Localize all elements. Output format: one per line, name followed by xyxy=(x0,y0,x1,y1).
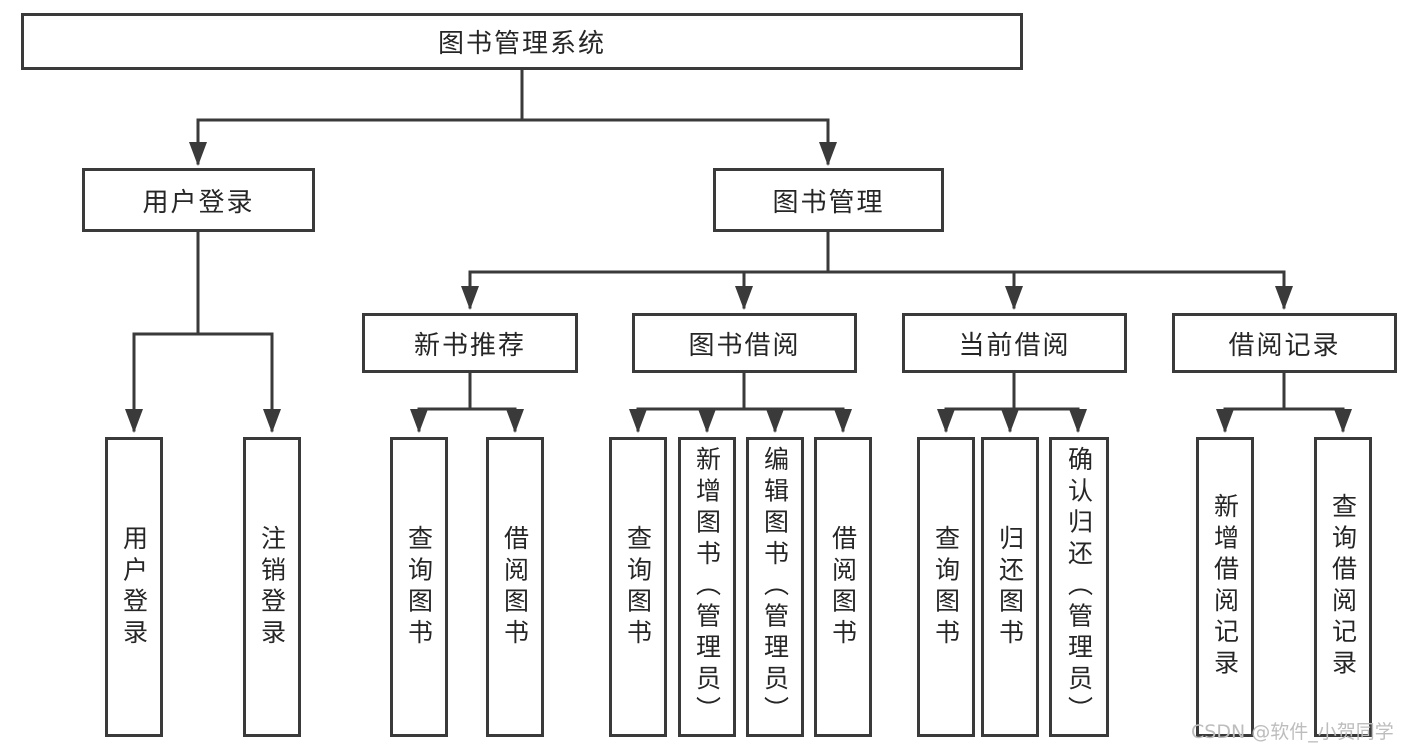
leaf-borrowing-query-books-label: 查询图书 xyxy=(623,524,653,650)
leaf-current-query-books: 查询图书 xyxy=(917,437,975,737)
connector-root-elbow xyxy=(196,68,830,122)
leaf-records-query-borrow-record: 查询借阅记录 xyxy=(1314,437,1372,737)
node-root: 图书管理系统 xyxy=(21,13,1023,70)
node-book-management: 图书管理 xyxy=(713,168,944,232)
leaf-user-login: 用户登录 xyxy=(105,437,163,737)
connector-user-login-elbow xyxy=(132,230,274,336)
connector-recommend-elbow xyxy=(417,371,517,411)
leaf-borrowing-add-books-admin: 新增图书（管理员） xyxy=(678,437,736,737)
leaf-user-login-label: 用户登录 xyxy=(119,524,149,650)
node-book-borrowing: 图书借阅 xyxy=(632,313,857,373)
connector-records-elbow xyxy=(1223,371,1345,411)
node-new-book-recommend-label: 新书推荐 xyxy=(413,330,526,361)
node-book-borrowing-label: 图书借阅 xyxy=(688,330,801,361)
node-user-login: 用户登录 xyxy=(82,168,315,232)
leaf-recommend-query-books: 查询图书 xyxy=(390,437,448,737)
leaf-current-confirm-return-admin: 确认归还（管理员） xyxy=(1049,437,1109,737)
node-new-book-recommend: 新书推荐 xyxy=(362,313,578,373)
leaf-records-add-borrow-record-label: 新增借阅记录 xyxy=(1210,493,1240,681)
leaf-logout: 注销登录 xyxy=(243,437,301,737)
leaf-borrowing-query-books: 查询图书 xyxy=(609,437,667,737)
node-current-borrowing-label: 当前借阅 xyxy=(958,330,1071,361)
connector-current-elbow xyxy=(944,371,1080,411)
node-book-management-label: 图书管理 xyxy=(772,187,885,218)
leaf-records-add-borrow-record: 新增借阅记录 xyxy=(1196,437,1254,737)
leaf-current-return-books-label: 归还图书 xyxy=(995,524,1025,650)
leaf-borrowing-add-books-admin-label: 新增图书（管理员） xyxy=(692,446,722,728)
leaf-borrowing-edit-books-admin-label: 编辑图书（管理员） xyxy=(760,446,790,728)
node-borrow-records-label: 借阅记录 xyxy=(1228,330,1341,361)
leaf-current-query-books-label: 查询图书 xyxy=(931,524,961,650)
leaf-borrowing-edit-books-admin: 编辑图书（管理员） xyxy=(746,437,804,737)
connector-book-management-elbow xyxy=(468,230,1286,274)
leaf-borrowing-borrow-books-label: 借阅图书 xyxy=(828,524,858,650)
leaf-borrowing-borrow-books: 借阅图书 xyxy=(814,437,872,737)
node-borrow-records: 借阅记录 xyxy=(1172,313,1397,373)
connector-borrowing-elbow xyxy=(636,371,845,411)
leaf-current-return-books: 归还图书 xyxy=(981,437,1039,737)
watermark: CSDN @软件_小贺同学 xyxy=(1191,721,1394,743)
node-root-label: 图书管理系统 xyxy=(437,29,606,59)
node-current-borrowing: 当前借阅 xyxy=(902,313,1127,373)
leaf-current-confirm-return-admin-label: 确认归还（管理员） xyxy=(1064,446,1094,728)
node-user-login-label: 用户登录 xyxy=(142,187,255,218)
leaf-records-query-borrow-record-label: 查询借阅记录 xyxy=(1328,493,1358,681)
leaf-recommend-query-books-label: 查询图书 xyxy=(404,524,434,650)
leaf-recommend-borrow-books: 借阅图书 xyxy=(486,437,544,737)
leaf-logout-label: 注销登录 xyxy=(257,524,287,650)
leaf-recommend-borrow-books-label: 借阅图书 xyxy=(500,524,530,650)
